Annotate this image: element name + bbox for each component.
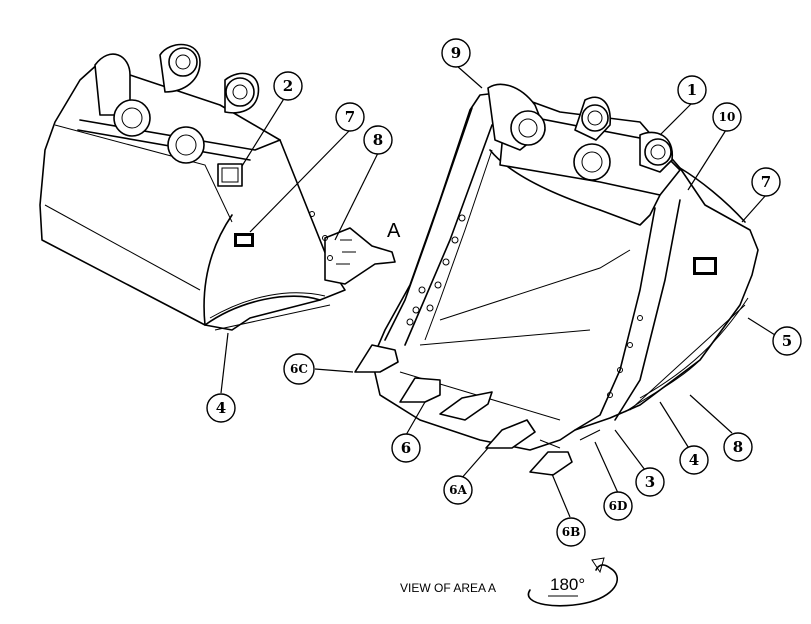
left-bucket-drawing [39, 43, 396, 331]
callout-6a-label: 6A [449, 483, 467, 497]
callout-5: 5 [772, 326, 802, 356]
callout-3: 3 [635, 467, 665, 497]
callout-4-right-label: 4 [689, 451, 699, 469]
area-a-marker: A [387, 220, 401, 242]
callout-6b: 6B [556, 517, 586, 547]
callout-6b-label: 6B [562, 525, 581, 539]
view-caption: VIEW OF AREA A [400, 581, 496, 595]
callout-7-right: 7 [751, 167, 781, 197]
callout-4-right: 4 [679, 445, 709, 475]
callout-6a: 6A [443, 475, 473, 505]
callout-2: 2 [273, 71, 303, 101]
callout-1: 1 [677, 75, 707, 105]
callout-8-left-label: 8 [373, 131, 383, 149]
callout-5-label: 5 [782, 332, 792, 350]
rotation-arrow [527, 557, 619, 607]
callout-7-left-label: 7 [345, 108, 355, 126]
callout-7-right-label: 7 [761, 173, 771, 191]
callout-6-label: 6 [401, 439, 411, 457]
callout-10: 10 [712, 102, 742, 132]
callout-6c: 6C [283, 353, 315, 385]
callout-3-label: 3 [645, 473, 655, 491]
right-bucket-drawing [354, 83, 759, 476]
callout-4-left: 4 [206, 393, 236, 423]
callout-8-right: 8 [723, 432, 753, 462]
callout-6d: 6D [603, 491, 633, 521]
callout-7-left: 7 [335, 102, 365, 132]
leader-lines [220, 65, 776, 518]
callout-8-left: 8 [363, 125, 393, 155]
callout-6c-label: 6C [290, 362, 308, 376]
rotation-label: 180° [550, 575, 585, 594]
callout-6: 6 [391, 433, 421, 463]
callout-6d-label: 6D [609, 499, 628, 513]
callout-9-label: 9 [451, 44, 461, 62]
callout-9: 9 [441, 38, 471, 68]
callout-10-label: 10 [719, 110, 736, 124]
callout-8-right-label: 8 [733, 438, 743, 456]
callout-2-label: 2 [283, 77, 293, 95]
callout-1-label: 1 [687, 81, 697, 99]
callout-4-left-label: 4 [216, 399, 226, 417]
